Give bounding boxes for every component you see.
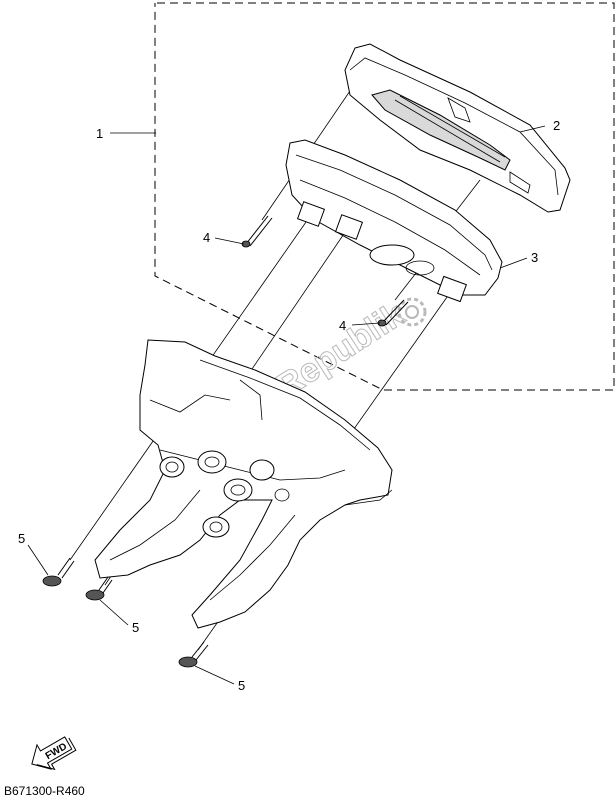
callout-2: 2: [553, 118, 560, 133]
callout-3: 3: [531, 250, 538, 265]
callout-5-left: 5: [18, 531, 25, 546]
watermark-gear-icon: [397, 297, 427, 327]
meter-lens-part-2: [344, 43, 571, 213]
callout-5-bottom: 5: [238, 678, 245, 693]
callout-4-lower: 4: [339, 318, 346, 333]
diagram-code: B671300-R460: [4, 784, 85, 798]
bolt-part-5-bottom: [178, 641, 209, 668]
callout-4-upper: 4: [203, 230, 210, 245]
meter-body-part-3: [285, 139, 503, 303]
meter-stay-bracket: [94, 339, 393, 629]
bolt-part-5-middle: [85, 576, 113, 601]
screw-part-4-upper: [241, 215, 273, 248]
fwd-arrow-icon: FWD: [31, 736, 77, 771]
assembly-dashed-boundary: [154, 2, 615, 391]
callout-1: 1: [96, 126, 103, 141]
fwd-label: FWD: [44, 741, 69, 762]
screw-part-4-lower: [377, 299, 409, 327]
leader-lines: [27, 125, 546, 685]
callout-5-middle: 5: [132, 620, 139, 635]
bolt-part-5-left: [42, 557, 75, 587]
